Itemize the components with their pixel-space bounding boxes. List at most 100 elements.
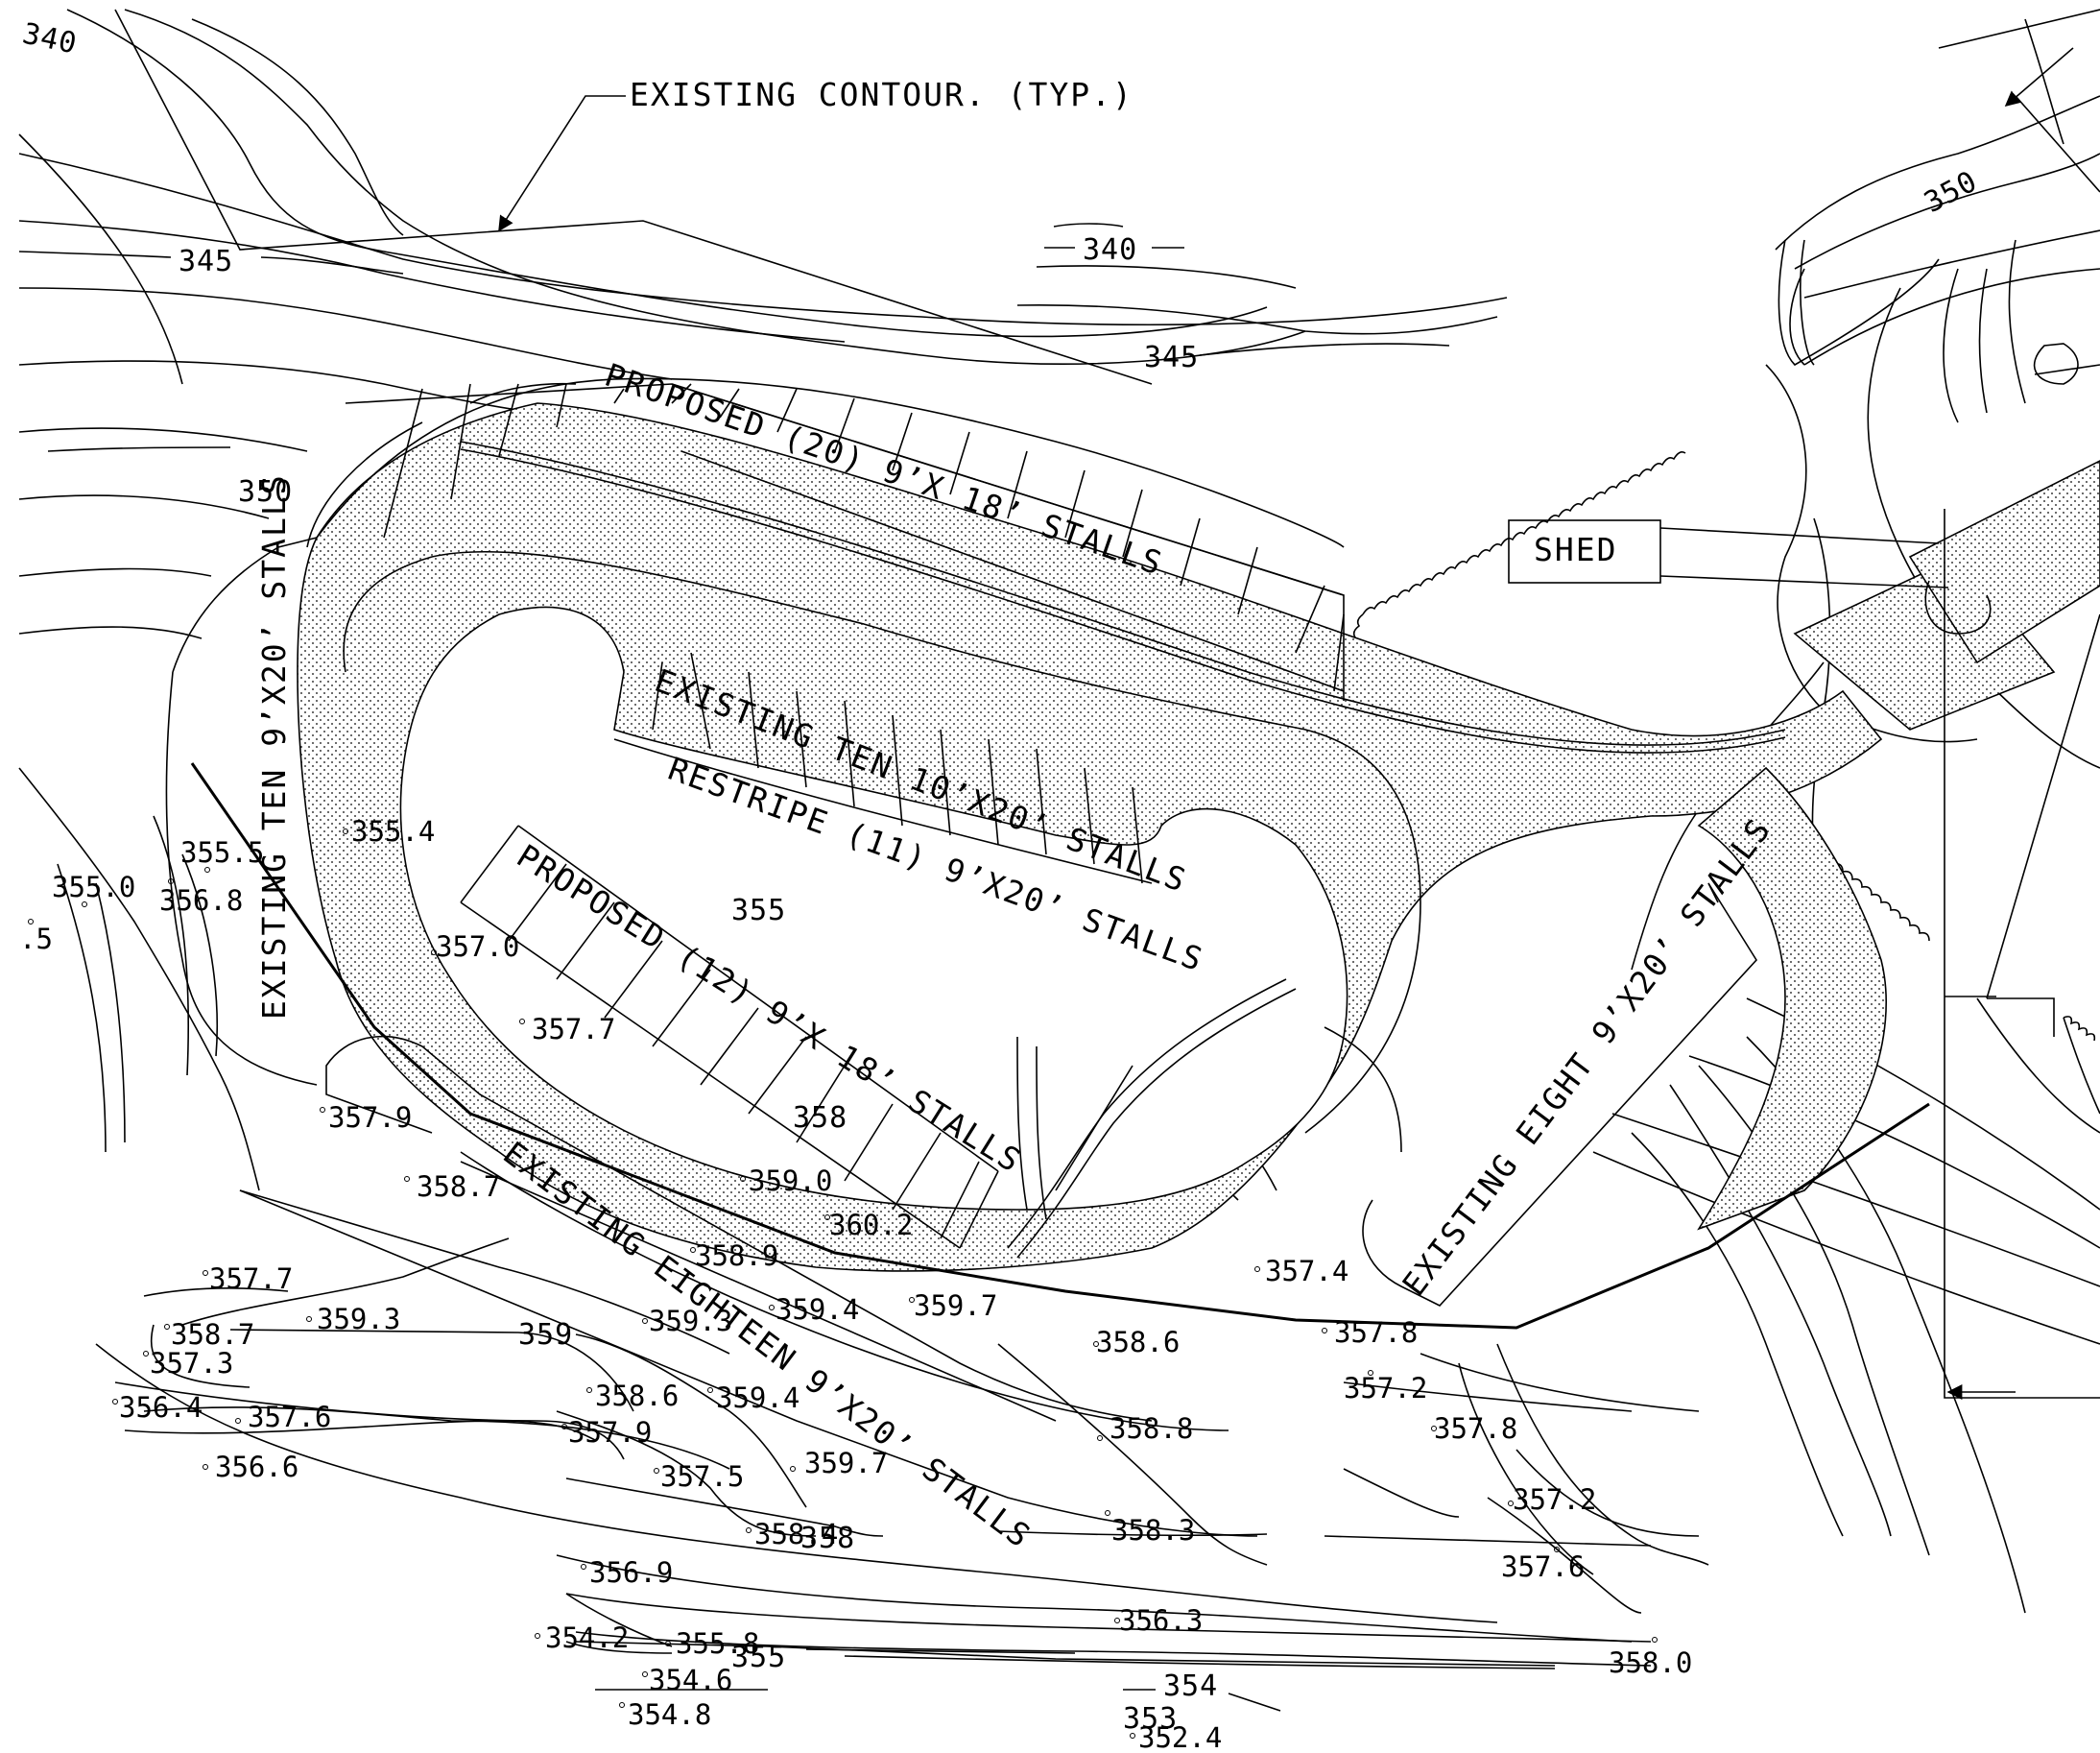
- spot-elevation: 354.6: [642, 1664, 732, 1696]
- spot-elevation: 358.4: [746, 1518, 838, 1550]
- property-boundary: [1944, 47, 2100, 1400]
- svg-text:359.3: 359.3: [649, 1305, 732, 1337]
- svg-text:357.8: 357.8: [1334, 1316, 1418, 1349]
- spot-elevation: 357.8: [1322, 1316, 1418, 1349]
- spot-elevation: 355.8: [665, 1627, 759, 1660]
- existing-ten-9x20-label: EXISTING TEN 9’X20’ STALLS: [255, 473, 293, 1020]
- svg-text:357.9: 357.9: [568, 1416, 652, 1449]
- svg-text:360.2: 360.2: [829, 1209, 913, 1241]
- svg-text:356.6: 356.6: [215, 1451, 298, 1483]
- spot-elevation: 358.7: [404, 1170, 500, 1203]
- svg-text:356.3: 356.3: [1119, 1604, 1203, 1637]
- spot-elevation: 355.4: [343, 815, 435, 848]
- svg-text:357.5: 357.5: [660, 1460, 744, 1493]
- stall-grids: [165, 383, 1758, 1431]
- svg-text:357.6: 357.6: [1501, 1550, 1585, 1583]
- svg-text:358.3: 358.3: [1111, 1514, 1195, 1547]
- svg-text:358.6: 358.6: [1096, 1326, 1180, 1358]
- svg-text:.5: .5: [19, 923, 53, 955]
- svg-text:358.8: 358.8: [1110, 1412, 1193, 1445]
- spot-elevation: 359.3: [306, 1303, 400, 1335]
- svg-text:358.4: 358.4: [754, 1518, 838, 1550]
- contour-label: 354: [1163, 1669, 1218, 1703]
- svg-text:354.2: 354.2: [545, 1621, 629, 1654]
- spot-elevation: 358.8: [1097, 1412, 1193, 1445]
- spot-elevation: 357.3: [143, 1347, 233, 1380]
- contour-label: 350: [238, 475, 293, 509]
- spot-elevation: 359.7: [909, 1289, 997, 1322]
- contour-label: 358: [793, 1101, 847, 1135]
- spot-elevation: 357.5: [654, 1460, 744, 1493]
- spot-elevation: 359.4: [769, 1293, 859, 1326]
- svg-text:359.7: 359.7: [804, 1447, 888, 1479]
- contour-label: 345: [1144, 341, 1199, 374]
- svg-text:358.9: 358.9: [695, 1239, 778, 1272]
- contour-label: 350: [1919, 164, 1983, 220]
- spot-elevation: 357.6: [1501, 1547, 1585, 1583]
- spot-elevation: 356.4: [112, 1391, 203, 1424]
- svg-text:355.5: 355.5: [180, 836, 264, 869]
- spot-elevation: 358.6: [1093, 1326, 1180, 1358]
- svg-text:359.4: 359.4: [716, 1381, 799, 1414]
- contour-label: 340: [19, 17, 80, 61]
- spot-elevation: 359.0: [740, 1165, 832, 1197]
- spot-elevation: 359.3: [642, 1305, 732, 1337]
- spot-elevations: 355.4 355.5 355.0 356.8 .5 357.0 357.7 3…: [19, 815, 1692, 1753]
- svg-text:354.6: 354.6: [649, 1664, 732, 1696]
- spot-elevation: 357.2: [1344, 1370, 1427, 1405]
- contour-leader: [498, 95, 626, 232]
- spot-elevation: 356.6: [203, 1451, 298, 1483]
- svg-text:355.0: 355.0: [52, 871, 135, 903]
- contour-label: 355: [731, 894, 786, 927]
- svg-text:357.7: 357.7: [532, 1013, 615, 1045]
- svg-text:357.6: 357.6: [248, 1401, 331, 1433]
- contour-label: 359: [518, 1318, 573, 1352]
- spot-elevation: 355.0: [52, 871, 135, 907]
- spot-elevation: 359.4: [707, 1381, 799, 1414]
- contour-note-label: EXISTING CONTOUR. (TYP.): [630, 76, 1134, 113]
- spot-elevation: 356.8: [159, 878, 243, 917]
- contour-label: 358: [800, 1522, 855, 1555]
- spot-elevation: 357.4: [1254, 1255, 1348, 1287]
- grading-limit-line: [190, 762, 1930, 1330]
- shed-label: SHED: [1534, 531, 1617, 568]
- svg-text:354.8: 354.8: [628, 1698, 711, 1731]
- svg-text:352.4: 352.4: [1138, 1721, 1222, 1753]
- svg-text:358.6: 358.6: [595, 1380, 679, 1412]
- spot-elevation: 354.8: [619, 1698, 711, 1731]
- contour-label: 355: [731, 1641, 786, 1674]
- spot-elevation: 352.4: [1130, 1721, 1222, 1753]
- spot-elevation: 357.9: [320, 1101, 412, 1134]
- svg-text:356.9: 356.9: [589, 1556, 673, 1589]
- svg-text:359.3: 359.3: [317, 1303, 400, 1335]
- spot-elevation: 360.2: [824, 1209, 913, 1241]
- svg-text:358.7: 358.7: [417, 1170, 500, 1203]
- contour-label: 353: [1123, 1702, 1178, 1736]
- svg-text:357.8: 357.8: [1434, 1412, 1517, 1445]
- contour-label: 345: [179, 245, 233, 278]
- svg-text:357.4: 357.4: [1265, 1255, 1348, 1287]
- svg-text:359.4: 359.4: [776, 1293, 859, 1326]
- spot-elevation: 358.3: [1105, 1510, 1195, 1547]
- svg-text:356.4: 356.4: [119, 1391, 203, 1424]
- spot-elevation: 354.2: [535, 1621, 629, 1654]
- spot-elevation: 355.5: [180, 836, 264, 873]
- svg-text:355.8: 355.8: [676, 1627, 759, 1660]
- spot-elevation: 358.9: [690, 1239, 778, 1272]
- shed: [1508, 519, 1992, 635]
- spot-elevation: 357.2: [1508, 1483, 1596, 1516]
- contour-labels: 340 340 345 345 350 350 355 358 359 358 …: [19, 17, 1983, 1736]
- svg-text:357.3: 357.3: [150, 1347, 233, 1380]
- spot-elevation: 357.7: [519, 1013, 615, 1045]
- spot-elevation: 359.7: [790, 1447, 888, 1479]
- svg-text:357.2: 357.2: [1344, 1372, 1427, 1405]
- spot-elevation: 357.9: [561, 1416, 652, 1449]
- spot-elevation: 357.6: [235, 1401, 331, 1433]
- spot-elevation: 356.9: [581, 1556, 673, 1589]
- spot-elevation: 358.7: [164, 1318, 254, 1351]
- svg-text:357.2: 357.2: [1513, 1483, 1596, 1516]
- spot-elevation: 358.6: [586, 1380, 679, 1412]
- spot-elevation: 357.7: [203, 1262, 293, 1295]
- spot-elevation: 357.8: [1431, 1412, 1517, 1445]
